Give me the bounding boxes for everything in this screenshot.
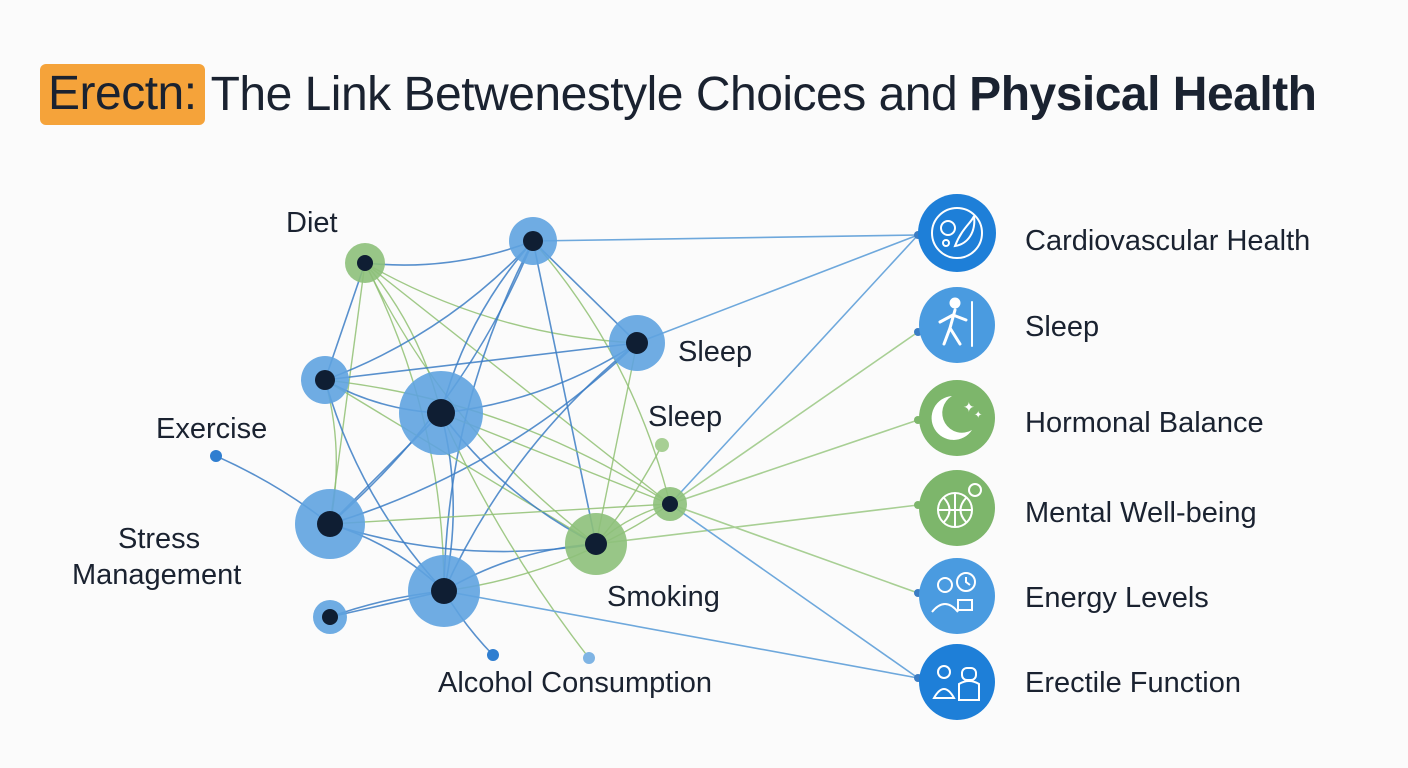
network-endpoint-dot — [655, 438, 669, 452]
network-node-lower — [408, 555, 480, 627]
network-node-small — [313, 600, 347, 634]
energy-icon-circle — [919, 558, 995, 634]
network-edge — [532, 240, 597, 545]
outcome-item-energy: Energy Levels — [919, 558, 1209, 634]
outcome-connector — [669, 234, 919, 505]
factor-label-stress: Stress — [118, 523, 200, 555]
mental-icon-circle — [919, 470, 995, 546]
outcome-label-sleep: Sleep — [1025, 311, 1099, 343]
outcome-connector — [669, 331, 919, 505]
outcome-item-mental: Mental Well-being — [919, 470, 1257, 546]
network-edge — [364, 240, 534, 266]
title-middle: The Link Betwenestyle Choices and — [210, 67, 958, 121]
network-node-mid — [653, 487, 687, 521]
network-nodes — [210, 217, 687, 664]
node-core — [357, 255, 373, 271]
outcome-connector — [532, 234, 919, 242]
node-core — [315, 370, 335, 390]
pill-leaf-icon — [931, 207, 983, 259]
outcome-connector — [669, 419, 919, 505]
hormonal-icon-circle — [919, 380, 995, 456]
network-node-top — [509, 217, 557, 265]
page-title: Erectn: The Link Betwenestyle Choices an… — [40, 62, 1317, 126]
person-clock-icon — [931, 572, 976, 613]
factor-label-smoking: Smoking — [607, 581, 720, 613]
outcome-item-hormonal: ✦ ✦ Hormonal Balance — [919, 380, 1264, 456]
node-core — [431, 578, 457, 604]
erectile-icon-circle — [919, 644, 995, 720]
network-node-sleep1 — [609, 315, 665, 371]
outcome-item-sleep: Sleep — [919, 287, 1099, 363]
network-node-diet — [345, 243, 385, 283]
node-core — [427, 399, 455, 427]
node-core — [662, 496, 678, 512]
factor-label-sleep-1: Sleep — [678, 336, 752, 368]
brain-gear-icon — [937, 483, 982, 528]
network-node-left — [301, 356, 349, 404]
network-edge — [329, 523, 597, 553]
factor-label-exercise: Exercise — [156, 413, 267, 445]
outcome-label-hormonal: Hormonal Balance — [1025, 407, 1264, 439]
network-edge — [324, 240, 534, 381]
factor-label-diet: Diet — [286, 207, 338, 239]
network-edge — [324, 342, 638, 381]
outcome-connector — [443, 590, 919, 679]
outcome-connector — [669, 503, 919, 679]
outcome-connector — [595, 504, 919, 545]
network-node-center — [399, 371, 483, 455]
node-core — [322, 609, 338, 625]
svg-text:✦: ✦ — [974, 410, 982, 421]
node-core — [523, 231, 543, 251]
factor-label-management: Management — [72, 559, 241, 591]
outcome-connector — [669, 503, 919, 594]
network-node-stress — [295, 489, 365, 559]
cardiovascular-icon-circle — [918, 194, 996, 272]
outcome-item-cardiovascular: Cardiovascular Health — [918, 194, 1310, 272]
outcome-connectors — [443, 231, 922, 682]
network-edge — [329, 342, 638, 525]
outcome-label-mental: Mental Well-being — [1025, 497, 1257, 529]
node-core — [626, 332, 648, 354]
network-edge — [443, 342, 638, 592]
network-endpoint-dot — [487, 649, 499, 661]
node-core — [585, 533, 607, 555]
node-core — [317, 511, 343, 537]
outcome-item-erectile: Erectile Function — [919, 644, 1241, 720]
network-endpoint-dot — [583, 652, 595, 664]
network-edge — [324, 379, 671, 505]
outcome-connector — [636, 234, 919, 344]
factor-label-sleep-2: Sleep — [648, 401, 722, 433]
moon-stars-icon: ✦ ✦ — [931, 396, 982, 440]
outcome-label-energy: Energy Levels — [1025, 582, 1209, 614]
network-edge — [324, 379, 597, 545]
network-node-smoke — [565, 513, 627, 575]
network-edge — [364, 262, 671, 505]
couple-icon — [932, 665, 980, 701]
title-bold: Physical Health — [969, 67, 1317, 121]
sleep-icon-circle — [919, 287, 995, 363]
outcome-label-erectile: Erectile Function — [1025, 667, 1241, 699]
network-endpoint-dot — [210, 450, 222, 462]
title-badge: Erectn: — [40, 63, 205, 125]
network-edge — [532, 240, 671, 505]
walking-person-icon — [938, 297, 973, 347]
factor-label-alcohol: Alcohol Consumption — [438, 667, 712, 699]
outcome-label-cardiovascular: Cardiovascular Health — [1025, 225, 1310, 257]
svg-text:✦: ✦ — [963, 400, 975, 416]
